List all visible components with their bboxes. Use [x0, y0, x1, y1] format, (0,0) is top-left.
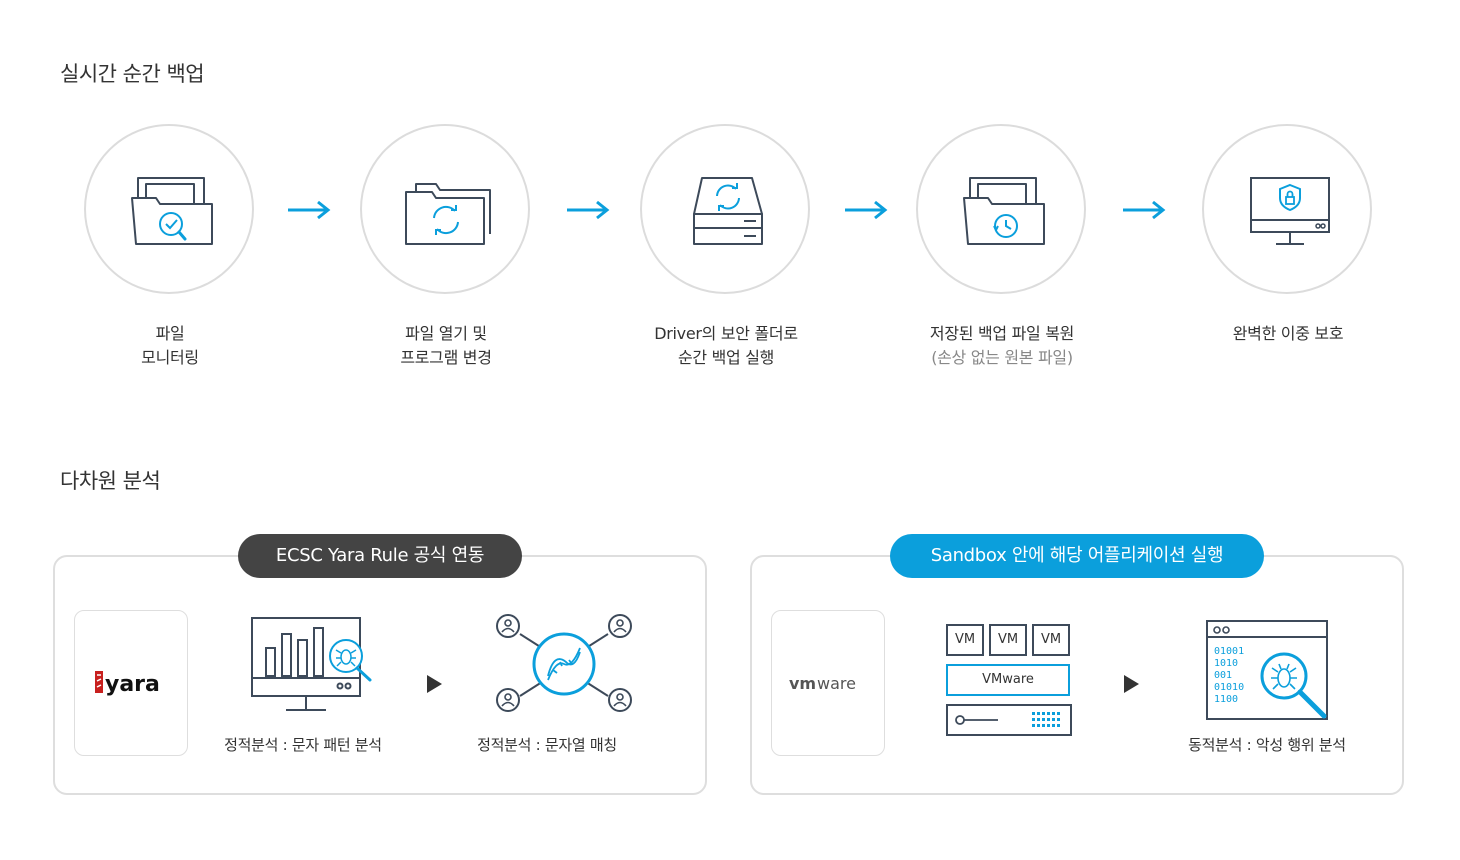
svg-text:yara: yara	[105, 672, 160, 697]
code-line: 01001	[1214, 646, 1245, 657]
code-line: 1010	[1214, 658, 1239, 669]
bug-magnifier-icon	[1260, 652, 1327, 719]
caption-string-matching: 정적분석 : 문자열 매칭	[477, 736, 617, 754]
step-circle-double-protection	[1202, 124, 1372, 294]
vmware-layer-box: VMware	[946, 664, 1070, 696]
folder-monitor-icon	[131, 177, 213, 245]
step-label-line2: 프로그램 변경	[400, 348, 492, 367]
yara-logo-icon: yara	[95, 671, 160, 697]
step-label-line2: (손상 없는 원본 파일)	[931, 348, 1073, 367]
vm-box: VM	[946, 624, 984, 656]
arrow-right-icon	[288, 200, 331, 220]
code-window: 01001 1010 001 01010 1100	[1206, 620, 1328, 720]
arrow-right-icon	[567, 200, 610, 220]
monitor-lock-icon	[1250, 177, 1330, 245]
arrow-right-icon	[1123, 200, 1166, 220]
code-line: 001	[1214, 670, 1233, 681]
step-label-line2: 모니터링	[141, 348, 199, 367]
caption-dynamic-analysis: 동적분석 : 악성 행위 분석	[1188, 736, 1346, 754]
pill-yara-rule: ECSC Yara Rule 공식 연동	[238, 534, 522, 578]
arrow-right-icon	[845, 200, 888, 220]
step-label-line1: 저장된 백업 파일 복원	[929, 324, 1075, 343]
step-circle-file-open	[360, 124, 530, 294]
step-label-restore: 저장된 백업 파일 복원 (손상 없는 원본 파일)	[892, 322, 1112, 370]
play-arrow-icon	[1124, 675, 1139, 693]
step-circle-restore	[916, 124, 1086, 294]
section-title-realtime-backup: 실시간 순간 백업	[60, 62, 205, 86]
window-dots-icon	[1213, 626, 1230, 634]
step-label-line1: 파일 열기 및	[405, 324, 487, 343]
step-label-double-protection: 완벽한 이중 보호	[1178, 322, 1398, 346]
server-icon	[946, 704, 1072, 736]
chart-monitor-icon	[251, 617, 372, 711]
step-label-line1: Driver의 보안 폴더로	[654, 324, 798, 343]
step-label-line1: 완벽한 이중 보호	[1232, 324, 1344, 343]
section-title-multi-analysis: 다차원 분석	[60, 469, 161, 493]
yara-logo-box: yara	[74, 610, 188, 756]
binary-code-block: 01001 1010 001 01010 1100	[1214, 646, 1244, 706]
code-line: 01010	[1214, 682, 1245, 693]
step-label-driver-backup: Driver의 보안 폴더로 순간 백업 실행	[616, 322, 836, 370]
step-label-line1: 파일	[155, 324, 185, 343]
vmware-logo-icon: vm ware	[789, 674, 856, 693]
vm-box: VM	[989, 624, 1027, 656]
step-circle-driver-backup	[640, 124, 810, 294]
step-label-file-open: 파일 열기 및 프로그램 변경	[336, 322, 556, 370]
window-titlebar-divider	[1208, 636, 1326, 638]
pill-sandbox: Sandbox 안에 해당 어플리케이션 실행	[890, 534, 1264, 578]
step-label-line2: 순간 백업 실행	[677, 348, 775, 367]
svg-text:ware: ware	[817, 674, 856, 693]
vm-box: VM	[1032, 624, 1070, 656]
dna-network-icon	[496, 614, 632, 712]
drive-sync-icon	[693, 177, 763, 245]
play-arrow-icon	[427, 675, 442, 693]
step-circle-file-monitoring	[84, 124, 254, 294]
folder-sync-icon	[405, 183, 491, 245]
step-label-file-monitoring: 파일 모니터링	[60, 322, 280, 370]
folder-restore-icon	[963, 177, 1045, 245]
vmware-logo-box: vm ware	[771, 610, 885, 756]
caption-static-pattern: 정적분석 : 문자 패턴 분석	[224, 736, 382, 754]
code-line: 1100	[1214, 694, 1239, 705]
svg-text:vm: vm	[789, 674, 816, 693]
